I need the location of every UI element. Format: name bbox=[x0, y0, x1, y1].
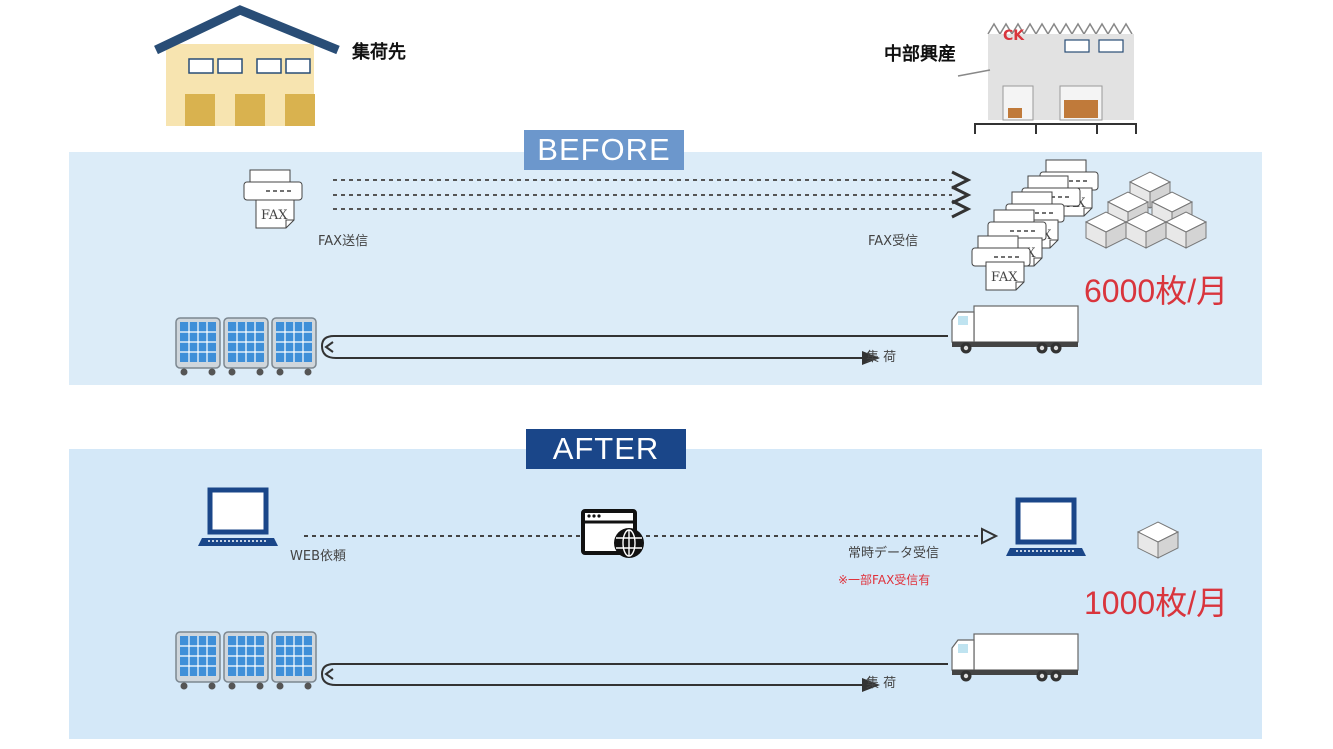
fax-transmission-lines bbox=[333, 179, 952, 210]
pickup-arrowhead-icon bbox=[862, 351, 880, 365]
pickup-loop-arrow bbox=[320, 335, 948, 359]
after-volume: 1000枚/月 bbox=[1084, 585, 1229, 621]
truck-icon bbox=[951, 633, 1079, 683]
after-pickup-label: 集 荷 bbox=[866, 676, 897, 691]
paper-boxes-icon bbox=[1085, 171, 1207, 249]
fax-receive-label: FAX受信 bbox=[868, 234, 919, 249]
received-fax-stack-icon bbox=[971, 159, 1099, 291]
fax-send-label: FAX送信 bbox=[318, 234, 369, 249]
sender-laptop-icon bbox=[198, 490, 278, 546]
pickup-loop-arrow bbox=[320, 663, 948, 686]
cargo-carts-icon bbox=[175, 631, 317, 691]
before-badge: BEFORE bbox=[524, 130, 684, 170]
cargo-carts-icon bbox=[175, 317, 317, 377]
paper-box-icon bbox=[1137, 521, 1179, 559]
pickup-arrowhead-icon bbox=[862, 678, 880, 692]
truck-icon bbox=[951, 305, 1079, 355]
before-pickup-label: 集 荷 bbox=[866, 350, 897, 365]
fax-arrowheads-icon bbox=[951, 170, 972, 219]
fax-document-icon bbox=[255, 199, 295, 229]
constant-receive-label: 常時データ受信 bbox=[848, 546, 940, 561]
after-badge: AFTER bbox=[526, 429, 686, 469]
company-label: 中部興産 bbox=[884, 44, 956, 65]
browser-globe-icon bbox=[581, 509, 644, 558]
before-volume: 6000枚/月 bbox=[1084, 273, 1229, 309]
receiver-laptop-icon bbox=[1006, 500, 1086, 556]
fax-machine-icon bbox=[243, 169, 303, 201]
web-request-label: WEB依頼 bbox=[290, 549, 346, 564]
partial-fax-note: ※一部FAX受信有 bbox=[838, 573, 931, 587]
web-arrowhead-icon bbox=[981, 527, 999, 545]
shipper-building-icon bbox=[154, 5, 340, 126]
shipper-label: 集荷先 bbox=[352, 42, 406, 63]
warehouse-icon bbox=[957, 22, 1137, 134]
company-logo: CK bbox=[1003, 28, 1025, 44]
